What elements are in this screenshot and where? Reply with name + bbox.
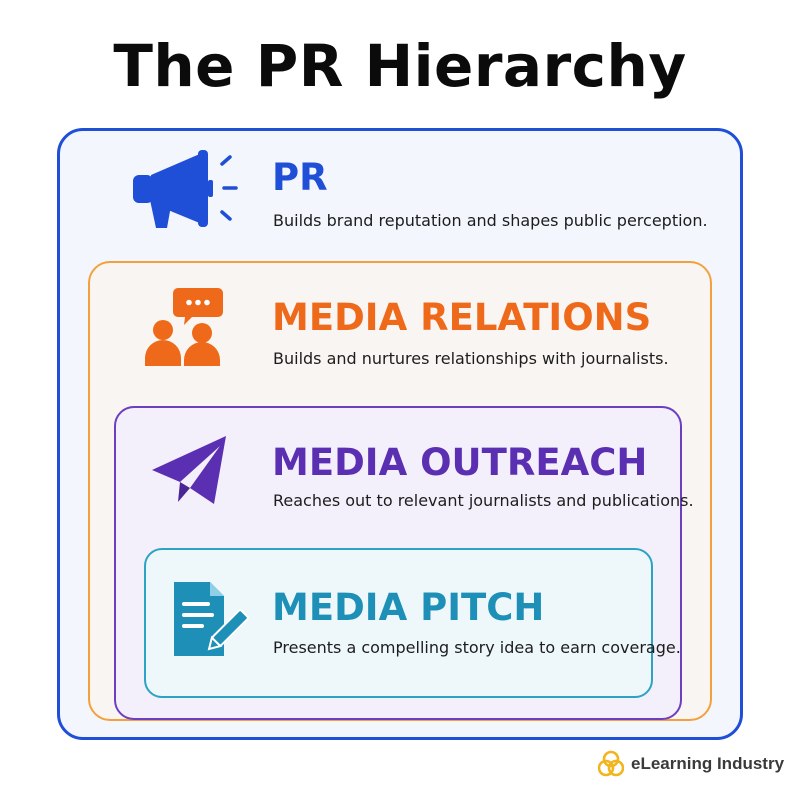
elearning-industry-logo-icon (598, 750, 624, 777)
pr-description: Builds brand reputation and shapes publi… (273, 211, 708, 230)
page-title: The PR Hierarchy (113, 32, 687, 100)
brand-logo: eLearning Industry (598, 750, 784, 778)
pr-heading: PR (272, 156, 328, 199)
paper-plane-icon (152, 436, 226, 504)
brand-name: eLearning Industry (631, 754, 785, 773)
media-relations-heading: MEDIA RELATIONS (272, 296, 652, 339)
people-chat-icon (145, 288, 223, 366)
media-pitch-heading: MEDIA PITCH (272, 586, 545, 629)
media-outreach-heading: MEDIA OUTREACH (272, 441, 648, 484)
media-pitch-description: Presents a compelling story idea to earn… (273, 638, 681, 657)
media-relations-description: Builds and nurtures relationships with j… (273, 349, 669, 368)
media-outreach-description: Reaches out to relevant journalists and … (273, 491, 694, 510)
megaphone-icon (133, 150, 238, 228)
document-pen-icon (174, 582, 249, 656)
